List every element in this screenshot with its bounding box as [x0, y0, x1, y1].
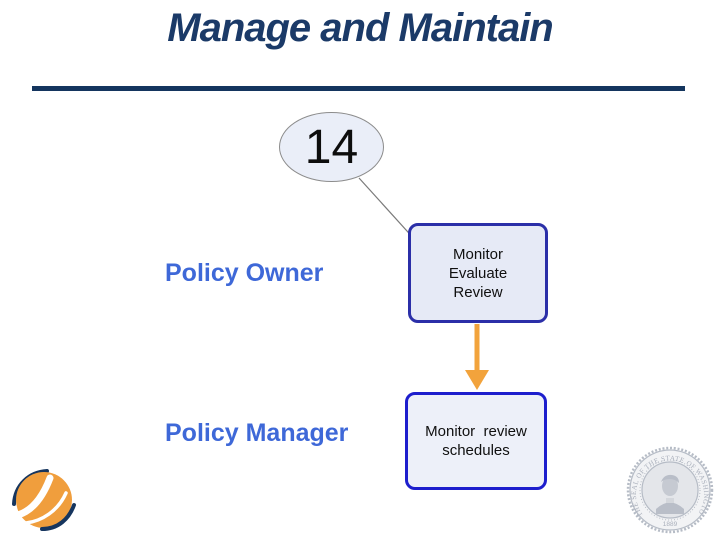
title-divider	[32, 86, 685, 91]
flow-arrow	[465, 324, 489, 390]
seal-year: 1889	[663, 521, 678, 528]
monitor-evaluate-review-box: Monitor Evaluate Review	[408, 223, 548, 323]
step-number-ellipse: 14	[279, 112, 384, 182]
page-title: Manage and Maintain	[167, 6, 554, 50]
seal-portrait	[656, 474, 684, 514]
step-number: 14	[304, 120, 359, 174]
monitor-review-schedules-box: Monitor review schedules	[405, 392, 547, 490]
policy-manager-label: Policy Manager	[165, 419, 349, 447]
org-logo-icon	[12, 469, 76, 531]
washington-state-seal-icon: THE SEAL OF THE STATE OF WASHINGTON 1889	[620, 438, 714, 534]
policy-owner-label: Policy Owner	[165, 259, 324, 287]
box-text: Monitor review schedules	[425, 423, 527, 459]
box-text: Monitor Evaluate Review	[448, 245, 508, 301]
